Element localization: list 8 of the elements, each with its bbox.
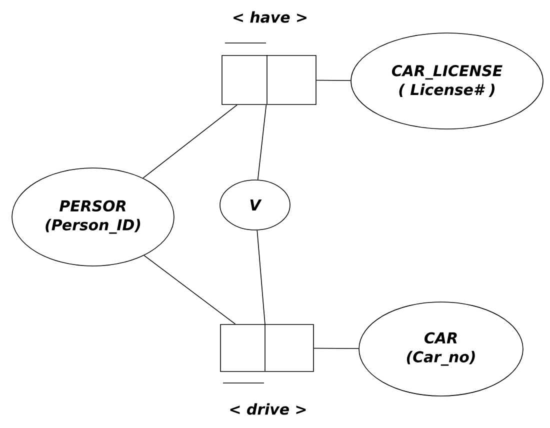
- connector-line: [316, 80, 352, 81]
- connector-line: [314, 348, 360, 349]
- connector-line: [142, 104, 238, 178]
- connector-line: [256, 230, 266, 324]
- relationship-label: < have >: [234, 11, 306, 23]
- connector-line: [144, 255, 236, 324]
- connector-line: [257, 104, 267, 180]
- relationship-label: < drive >: [230, 403, 306, 415]
